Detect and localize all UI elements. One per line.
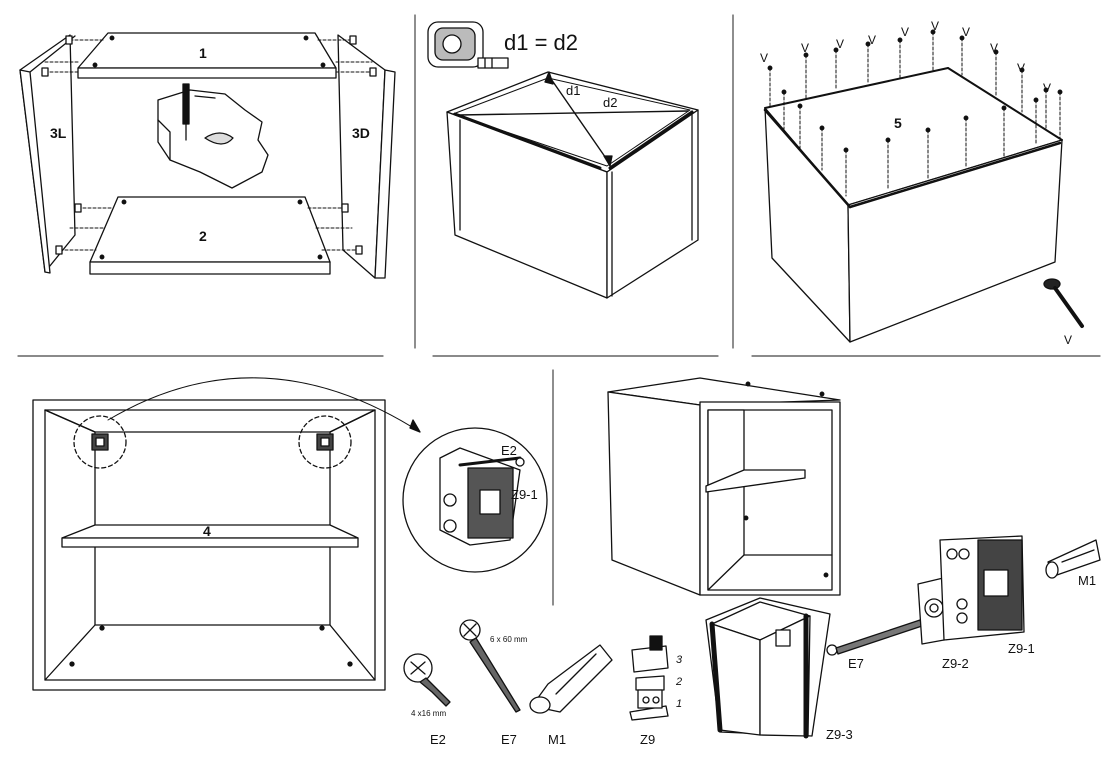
panel-d-front-view <box>32 377 548 691</box>
nail-marker: V <box>836 37 845 51</box>
panel-a-exploded-carcass <box>19 32 396 279</box>
top-panel <box>77 32 337 79</box>
exploded-wall-mount <box>705 535 1101 739</box>
z9-layer-3: 3 <box>676 654 683 666</box>
e7-code-label: E7 <box>501 732 517 747</box>
nail-marker: V <box>931 19 940 33</box>
e7-size-label: 6 x 60 mm <box>490 635 528 644</box>
hanging-clip-callouts <box>73 415 352 469</box>
dowels <box>41 35 377 255</box>
right-side-panel-code: 3D <box>352 125 370 141</box>
open-box <box>446 71 699 299</box>
nail-marker: V <box>990 41 999 55</box>
clip-screw-code: E2 <box>501 443 517 458</box>
panel-c-nailing-back <box>763 29 1084 343</box>
plug-m1 <box>1045 539 1101 579</box>
nail-heads <box>767 29 1063 153</box>
plug-m1-icon <box>529 644 613 714</box>
exploded-m1-label: M1 <box>1078 573 1097 588</box>
screwdriver-inset <box>157 83 269 189</box>
exploded-z9-1-label: Z9-1 <box>1008 641 1035 656</box>
bracket-z9-1 <box>939 535 1025 641</box>
z9-layer-2: 2 <box>676 676 683 688</box>
nail-marker: V <box>1043 81 1052 95</box>
bottom-panel <box>89 196 331 275</box>
m1-code-label: M1 <box>548 732 567 747</box>
nail-marker: V <box>760 51 769 65</box>
clip-plate-code: Z9-1 <box>511 487 538 502</box>
exploded-z9-2-label: Z9-2 <box>942 656 969 671</box>
wall-corner-z9-3 <box>705 597 831 739</box>
nail-marker: V <box>962 25 971 39</box>
e2-size-label: 4 x16 mm <box>411 709 447 718</box>
exploded-e7-label: E7 <box>848 656 864 671</box>
shelf-panel <box>61 524 359 548</box>
exploded-z9-3-label: Z9-3 <box>826 727 853 742</box>
dowel-guides <box>44 39 373 251</box>
shelf-number: 4 <box>203 523 211 539</box>
diagonal-equation: d1 = d2 <box>504 30 579 55</box>
panel-dividers <box>17 14 1101 606</box>
step-number: 5 <box>894 115 902 131</box>
panel-b-diagonal-check <box>427 21 699 299</box>
long-screw-e7 <box>826 619 923 656</box>
e2-code-label: E2 <box>430 732 446 747</box>
tape-measure-icon <box>427 21 509 69</box>
nail-marker: V <box>801 41 810 55</box>
panel-e-assembled-cabinet <box>607 377 841 596</box>
nail-icon <box>1043 278 1084 328</box>
diagonal-2-label: d2 <box>603 95 618 110</box>
nail-marker: V <box>901 25 910 39</box>
screw-e7-icon <box>459 619 521 713</box>
left-side-panel-code: 3L <box>50 125 67 141</box>
diagonal-1-label: d1 <box>566 83 581 98</box>
screw-e2-icon <box>403 653 451 707</box>
clip-z9-exploded-icon <box>629 635 669 721</box>
top-panel-number: 1 <box>199 45 207 61</box>
right-side-panel <box>337 34 396 279</box>
parts-row <box>403 619 669 721</box>
z9-code-label: Z9 <box>640 732 656 747</box>
bottom-panel-number: 2 <box>199 228 207 244</box>
nail-marker: V <box>1017 61 1026 75</box>
nail-guides <box>769 31 1061 197</box>
nail-marker-label: V <box>1064 333 1073 347</box>
clip-detail-magnified <box>402 427 548 573</box>
z9-layer-1: 1 <box>676 698 683 710</box>
nail-marker: V <box>868 33 877 47</box>
